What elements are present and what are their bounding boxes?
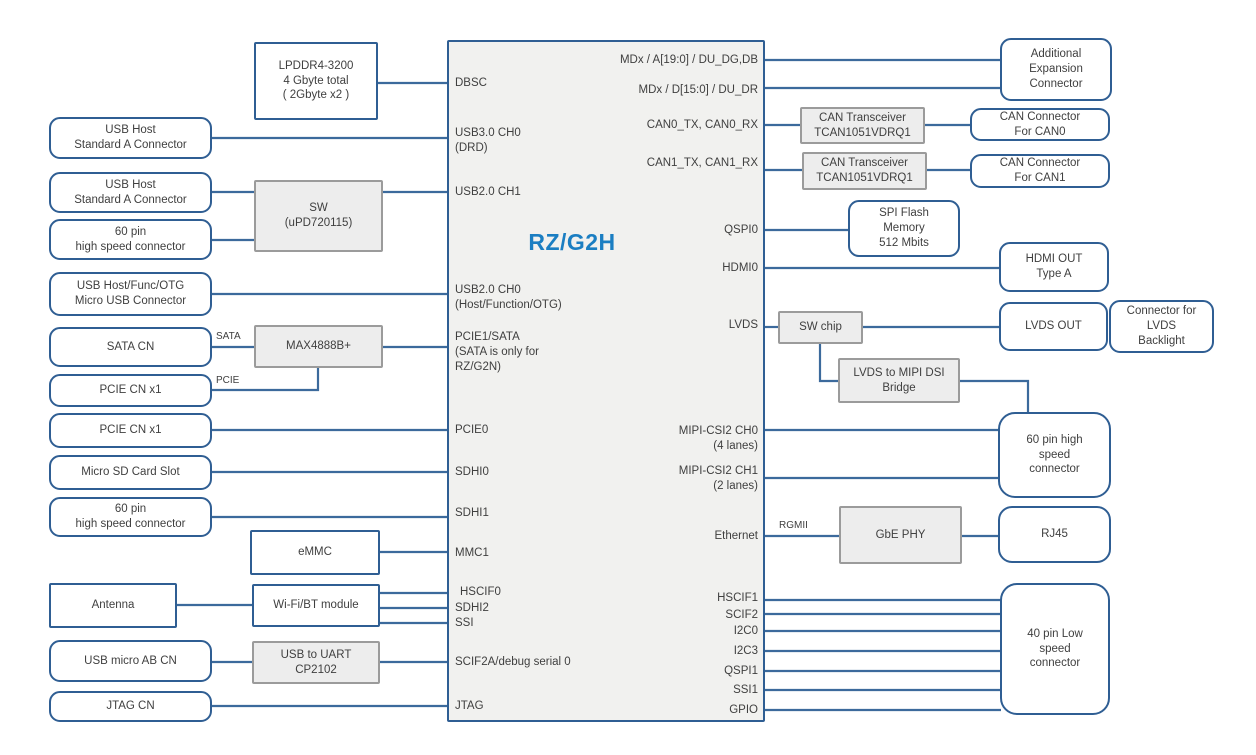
box-sw-upd720115: SW (uPD720115) bbox=[254, 180, 383, 252]
pin-ssi1: SSI1 bbox=[733, 684, 758, 696]
pin-mdx-d: MDx / D[15:0] / DU_DR bbox=[638, 84, 759, 96]
pin-hscif1: HSCIF1 bbox=[717, 592, 758, 604]
box-jtag-cn: JTAG CN bbox=[49, 691, 212, 722]
pin-sdhi2: SDHI2 bbox=[455, 602, 489, 614]
box-can-connector-0: CAN Connector For CAN0 bbox=[970, 108, 1110, 141]
pin-can0: CAN0_TX, CAN0_RX bbox=[646, 119, 758, 131]
soc-chip-title: RZ/G2H bbox=[528, 229, 616, 255]
pin-lvds: LVDS bbox=[728, 319, 758, 331]
wire bbox=[959, 379, 1030, 413]
box-pcie-cn-1: PCIE CN x1 bbox=[49, 374, 212, 407]
pin-mmc1: MMC1 bbox=[455, 547, 489, 559]
box-antenna: Antenna bbox=[49, 583, 177, 628]
pin-sdhi0: SDHI0 bbox=[455, 466, 489, 478]
pin-scif2a: SCIF2A/debug serial 0 bbox=[455, 656, 571, 668]
pin-usb20-ch1: USB2.0 CH1 bbox=[455, 186, 521, 198]
pin-usb20-ch0: USB2.0 CH0 (Host/Function/OTG) bbox=[455, 284, 562, 311]
box-micro-sd: Micro SD Card Slot bbox=[49, 455, 212, 490]
wire bbox=[818, 343, 839, 383]
pin-gpio: GPIO bbox=[729, 704, 758, 716]
pin-usb30-ch0: USB3.0 CH0 (DRD) bbox=[455, 127, 521, 154]
box-lvds-mipi-bridge: LVDS to MIPI DSI Bridge bbox=[838, 358, 960, 403]
box-usb-uart: USB to UART CP2102 bbox=[252, 641, 380, 684]
box-usb-micro-ab: USB micro AB CN bbox=[49, 640, 212, 682]
pin-mdx-a: MDx / A[19:0] / DU_DG,DB bbox=[619, 54, 758, 66]
box-sw-chip: SW chip bbox=[778, 311, 863, 344]
box-lpddr4: LPDDR4-3200 4 Gbyte total ( 2Gbyte x2 ) bbox=[254, 42, 378, 120]
wire-label-pcie: PCIE bbox=[216, 375, 240, 386]
soc-chip bbox=[447, 40, 765, 722]
box-can-connector-1: CAN Connector For CAN1 bbox=[970, 154, 1110, 188]
pin-ethernet: Ethernet bbox=[714, 530, 758, 542]
pin-hdmi0: HDMI0 bbox=[722, 262, 758, 274]
pin-qspi1: QSPI1 bbox=[724, 665, 758, 677]
pin-i2c3: I2C3 bbox=[733, 645, 758, 657]
box-60pin-hs-2: 60 pin high speed connector bbox=[49, 497, 212, 537]
box-lvds-out: LVDS OUT bbox=[999, 302, 1108, 351]
wire-label-sata: SATA bbox=[216, 331, 241, 342]
box-gbe-phy: GbE PHY bbox=[839, 506, 962, 564]
pin-jtag: JTAG bbox=[455, 700, 484, 712]
pin-qspi0: QSPI0 bbox=[724, 224, 758, 236]
box-spi-flash: SPI Flash Memory 512 Mbits bbox=[848, 200, 960, 257]
box-lvds-backlight: Connector for LVDS Backlight bbox=[1109, 300, 1214, 353]
box-hdmi-out: HDMI OUT Type A bbox=[999, 242, 1109, 292]
box-sata-cn: SATA CN bbox=[49, 327, 212, 367]
pin-pcie1-sata: PCIE1/SATA (SATA is only for RZ/G2N) bbox=[455, 331, 539, 373]
box-40pin-ls: 40 pin Low speed connector bbox=[1000, 583, 1110, 715]
box-usb-host-2: USB Host Standard A Connector bbox=[49, 172, 212, 213]
pin-hscif0: HSCIF0 bbox=[460, 586, 501, 598]
box-usb-otg: USB Host/Func/OTG Micro USB Connector bbox=[49, 272, 212, 316]
pin-can1: CAN1_TX, CAN1_RX bbox=[646, 157, 758, 169]
box-wifi-bt: Wi-Fi/BT module bbox=[252, 584, 380, 627]
box-usb-host-1: USB Host Standard A Connector bbox=[49, 117, 212, 159]
box-60pin-hs-right: 60 pin high speed connector bbox=[998, 412, 1111, 498]
box-max4888: MAX4888B+ bbox=[254, 325, 383, 368]
pin-i2c0: I2C0 bbox=[733, 625, 758, 637]
pin-pcie0: PCIE0 bbox=[455, 424, 489, 436]
box-rj45: RJ45 bbox=[998, 506, 1111, 563]
wire-label-rgmii: RGMII bbox=[779, 520, 808, 531]
pin-dbsc: DBSC bbox=[455, 77, 487, 89]
box-60pin-hs-1: 60 pin high speed connector bbox=[49, 219, 212, 260]
box-expansion-connector: Additional Expansion Connector bbox=[1000, 38, 1112, 101]
wire bbox=[212, 366, 320, 392]
pin-scif2: SCIF2 bbox=[725, 609, 758, 621]
pin-sdhi1: SDHI1 bbox=[455, 507, 489, 519]
pin-mipi-csi2-ch0: MIPI-CSI2 CH0 (4 lanes) bbox=[678, 425, 758, 452]
box-can-transceiver-1: CAN Transceiver TCAN1051VDRQ1 bbox=[802, 152, 927, 190]
pin-mipi-csi2-ch1: MIPI-CSI2 CH1 (2 lanes) bbox=[678, 465, 758, 492]
box-emmc: eMMC bbox=[250, 530, 380, 575]
pin-ssi: SSI bbox=[455, 617, 474, 629]
box-pcie-cn-2: PCIE CN x1 bbox=[49, 413, 212, 448]
box-can-transceiver-0: CAN Transceiver TCAN1051VDRQ1 bbox=[800, 107, 925, 144]
